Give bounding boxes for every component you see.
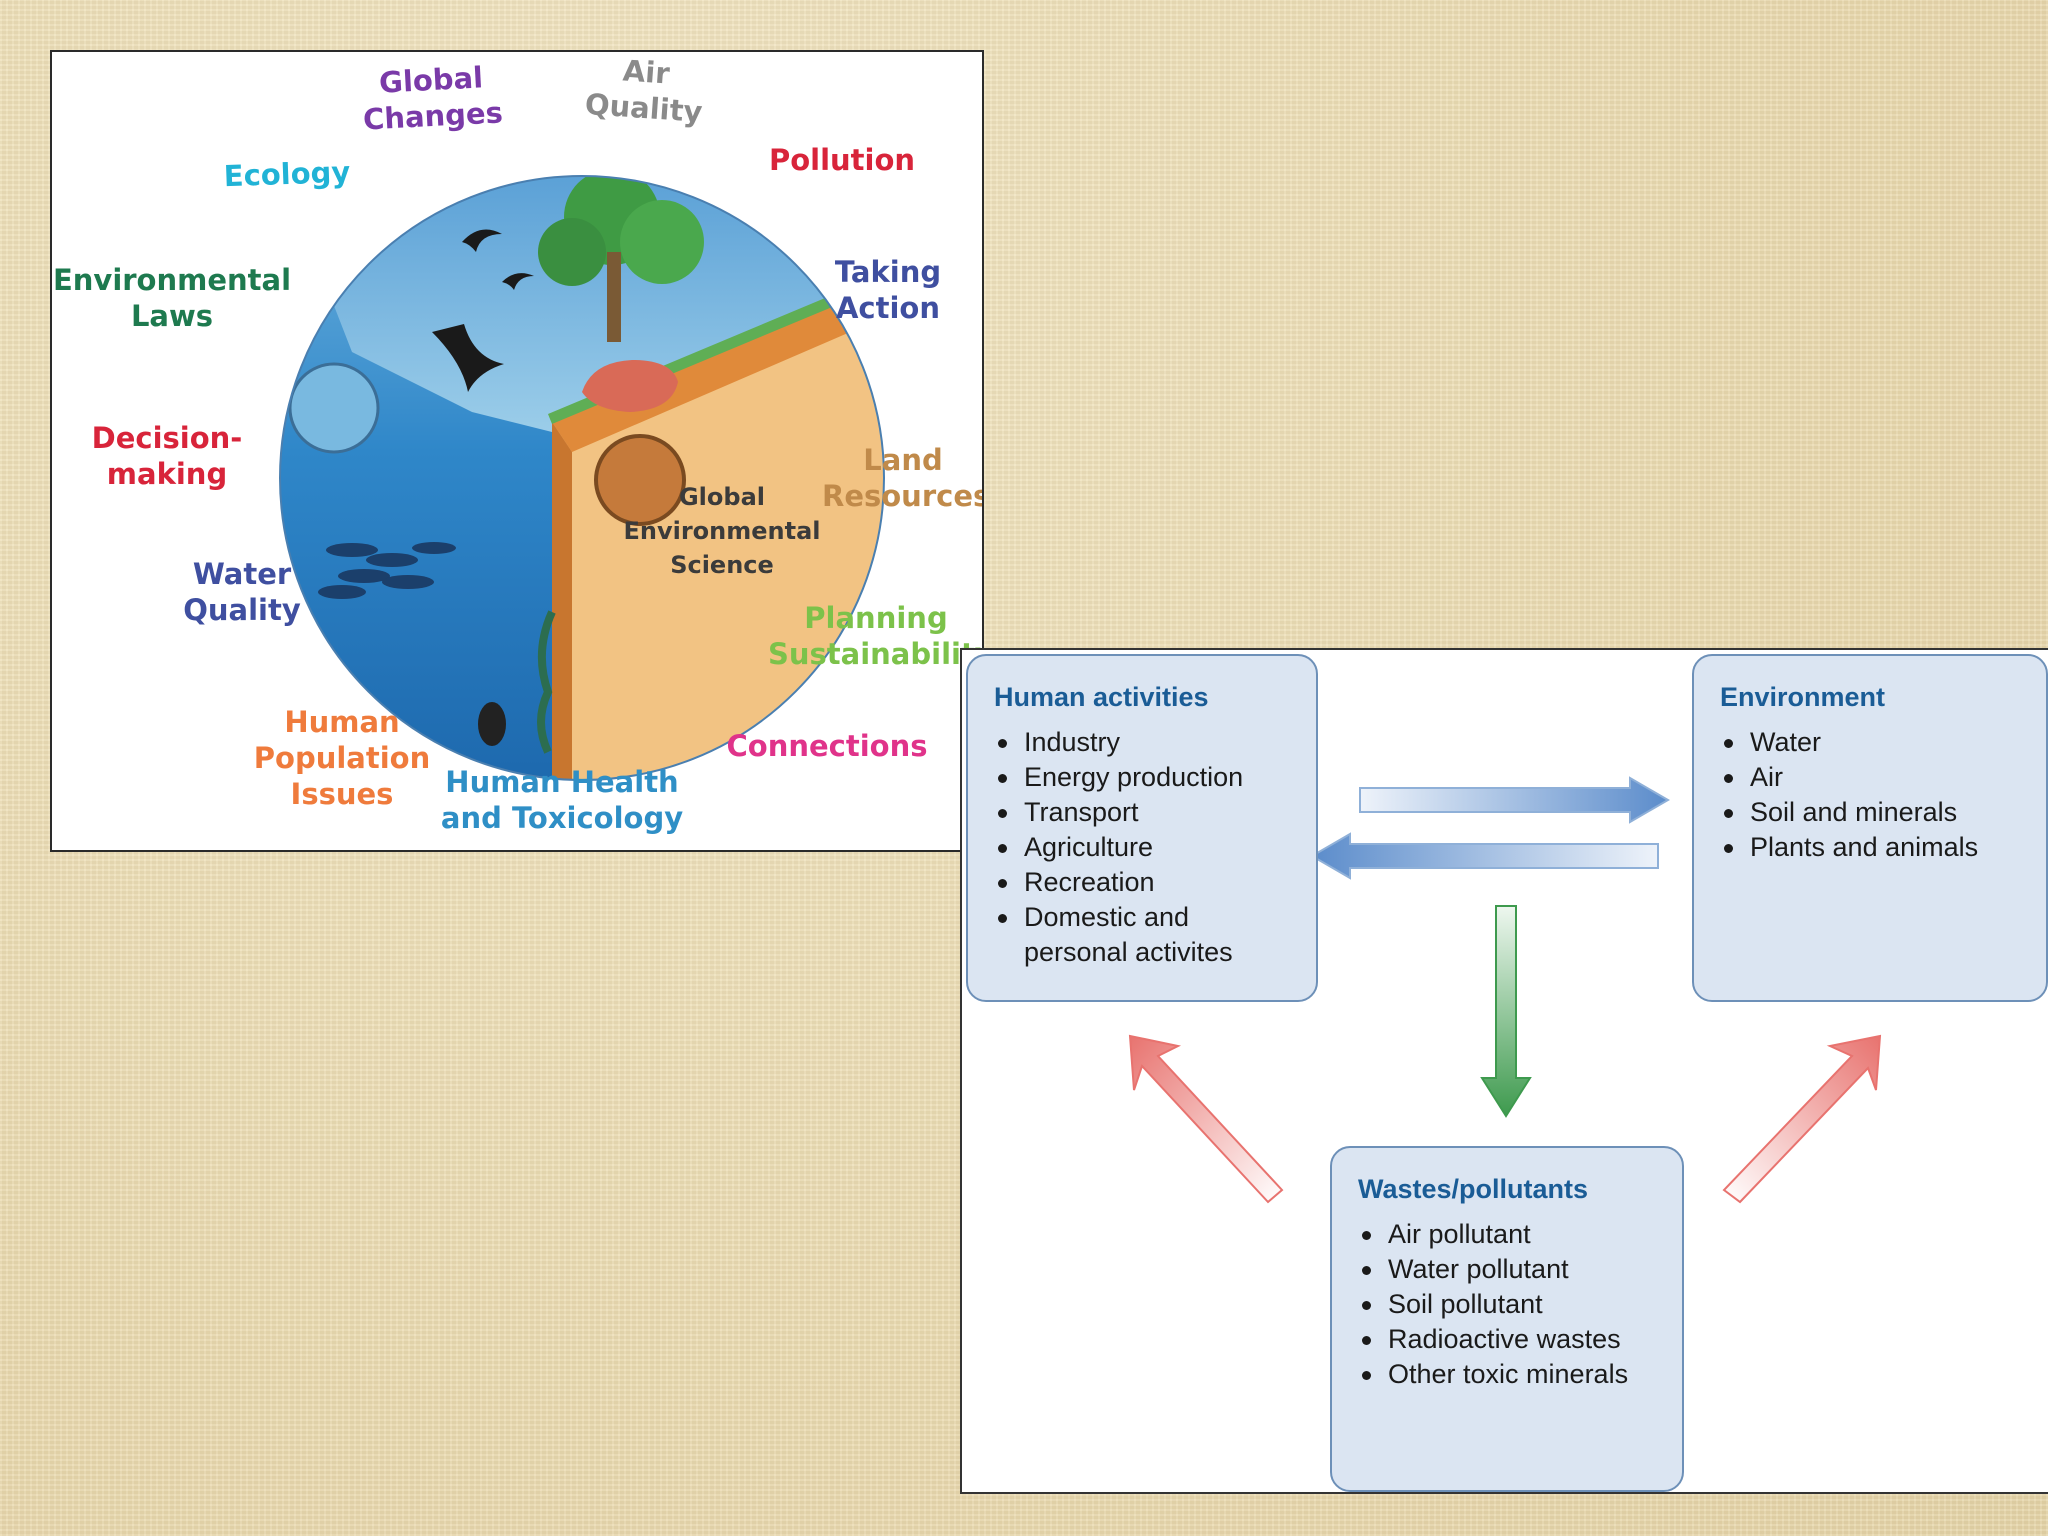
list-item: Plants and animals	[1720, 830, 2046, 865]
topic-land-resources: Land Resources	[822, 443, 984, 513]
list-item: Domestic and personal activites	[994, 900, 1316, 970]
globe	[280, 176, 884, 780]
human-activities-title: Human activities	[994, 682, 1209, 712]
wastes-pollutants-list: Air pollutant Water pollutant Soil pollu…	[1358, 1217, 1682, 1392]
list-item: Radioactive wastes	[1358, 1322, 1682, 1357]
wastes-pollutants-title: Wastes/pollutants	[1358, 1174, 1589, 1204]
topic-planning-sustainability: Planning Sustainability	[768, 601, 984, 671]
list-item: Soil and minerals	[1720, 795, 2046, 830]
list-item: Other toxic minerals	[1358, 1357, 1682, 1392]
topic-air-quality: Air Quality	[583, 53, 704, 130]
topic-environmental-laws: Environmental Laws	[52, 263, 292, 333]
list-item: Air pollutant	[1358, 1217, 1682, 1252]
list-item: Air	[1720, 760, 2046, 795]
arrow-wastes-to-environment	[1722, 1034, 1882, 1204]
list-item: Recreation	[994, 865, 1316, 900]
human-activities-list: Industry Energy production Transport Agr…	[994, 725, 1316, 970]
arrow-to-wastes	[1480, 905, 1532, 1118]
list-item: Industry	[994, 725, 1316, 760]
topic-pollution: Pollution	[768, 143, 916, 177]
topic-decision-making: Decision- making	[91, 421, 243, 491]
human-activities-box: Human activities Industry Energy product…	[966, 654, 1318, 1002]
environment-list: Water Air Soil and minerals Plants and a…	[1720, 725, 2046, 865]
flow-arrows	[1128, 776, 1882, 1204]
list-item: Transport	[994, 795, 1316, 830]
list-item: Soil pollutant	[1358, 1287, 1682, 1322]
list-item: Water	[1720, 725, 2046, 760]
topic-connections: Connections	[726, 729, 928, 763]
topic-water-quality: Water Quality	[183, 557, 301, 627]
list-item: Energy production	[994, 760, 1316, 795]
list-item: Water pollutant	[1358, 1252, 1682, 1287]
flow-diagram: Human activities Industry Energy product…	[960, 648, 2048, 1494]
topic-ecology: Ecology	[223, 154, 351, 194]
topic-taking-action: Taking Action	[834, 255, 942, 325]
wastes-pollutants-box: Wastes/pollutants Air pollutant Water po…	[1330, 1146, 1684, 1492]
environment-box: Environment Water Air Soil and minerals …	[1692, 654, 2048, 1002]
earth-cross-section-graphic	[279, 175, 885, 781]
arrow-to-human-activities	[1310, 832, 1659, 880]
topic-human-population-issues: Human Population Issues	[253, 705, 431, 811]
center-label: Global Environmental Science	[623, 483, 821, 579]
topic-human-health-toxicology: Human Health and Toxicology	[440, 765, 684, 835]
list-item: Agriculture	[994, 830, 1316, 865]
arrow-wastes-to-human-activities	[1128, 1034, 1284, 1204]
arrow-to-environment	[1359, 776, 1670, 824]
environment-title: Environment	[1720, 682, 1886, 712]
topic-global-changes: Global Changes	[362, 60, 504, 137]
environmental-science-illustration: Global Environmental Science Global Chan…	[50, 50, 984, 852]
